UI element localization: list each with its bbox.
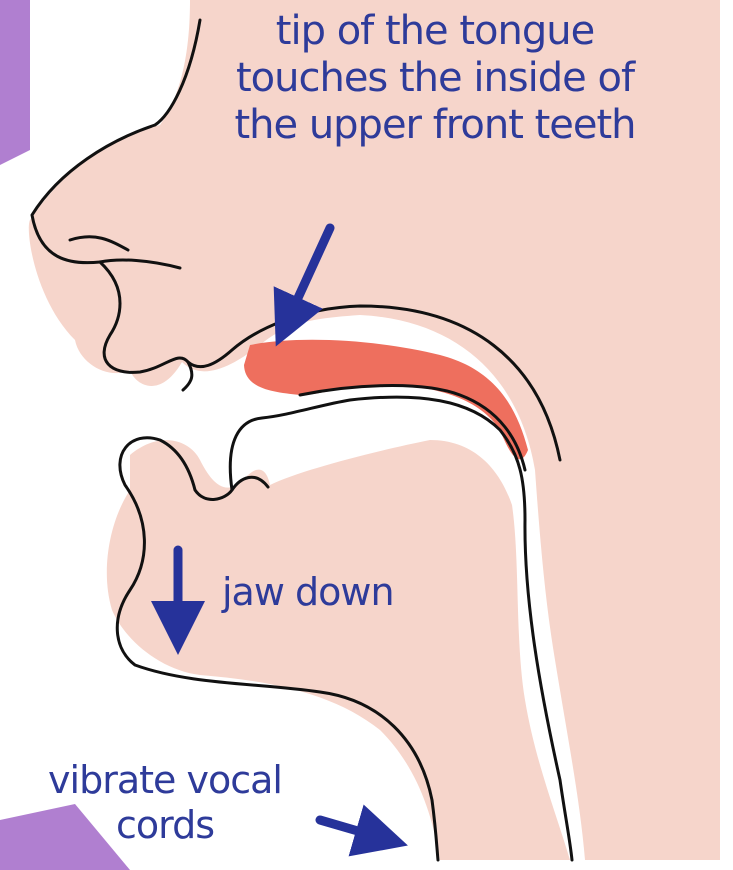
vocal-cords-label-line-2: cords bbox=[0, 803, 330, 848]
tongue-tip-label: tip of the tongue touches the inside of … bbox=[185, 8, 685, 150]
vocal-cords-label: vibrate vocal cords bbox=[0, 758, 330, 848]
jaw-down-label: jaw down bbox=[222, 570, 452, 615]
tongue-tip-label-line-2: touches the inside of bbox=[185, 55, 685, 102]
tongue-tip-label-line-1: tip of the tongue bbox=[185, 8, 685, 55]
vocal-cords-label-line-1: vibrate vocal bbox=[0, 758, 330, 803]
corner-accent-top-left bbox=[0, 0, 30, 165]
tongue-tip-label-line-3: the upper front teeth bbox=[185, 102, 685, 149]
